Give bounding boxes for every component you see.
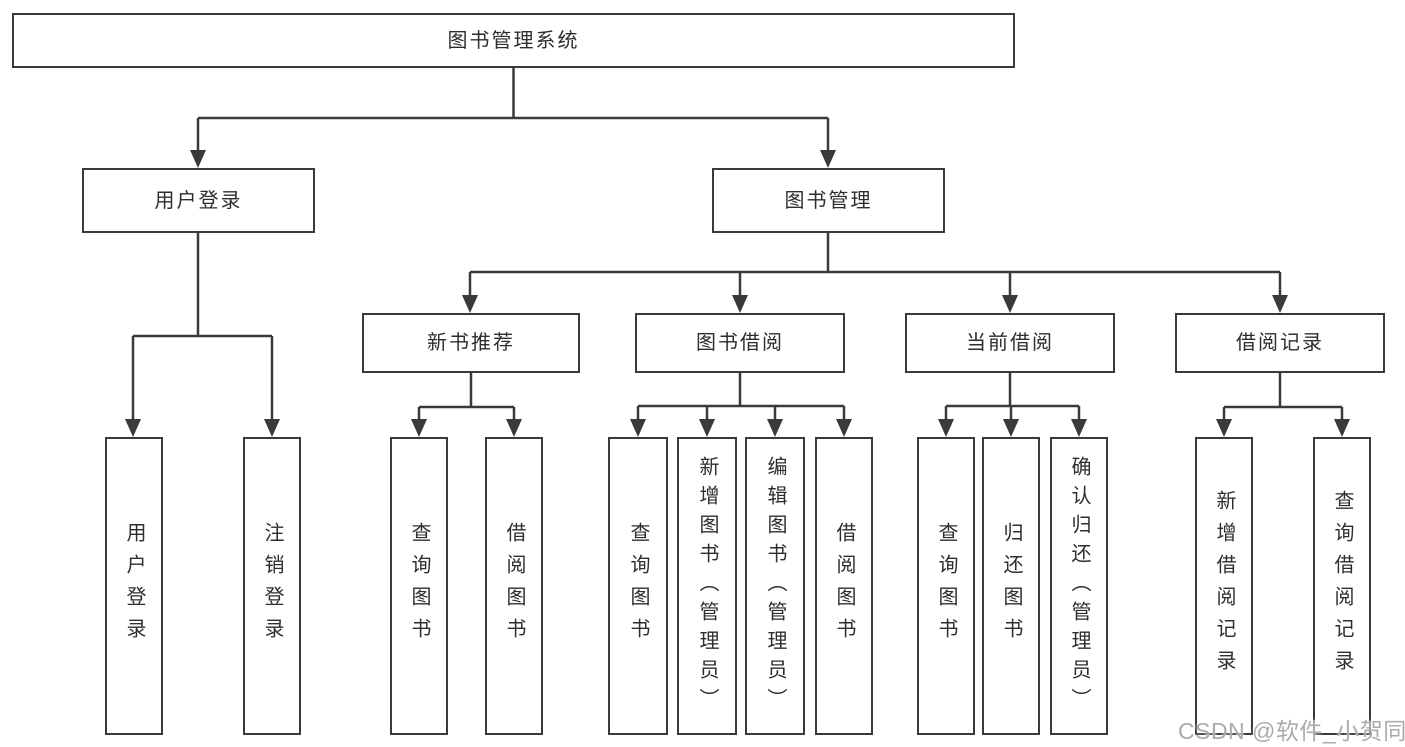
node-query-books-borrowing: 查询图书 xyxy=(608,437,668,735)
arrowheads xyxy=(125,150,1350,437)
arrow-icon xyxy=(767,419,783,437)
node-add-borrow-record: 新增借阅记录 xyxy=(1195,437,1253,735)
node-edit-books-admin: 编辑图书（管理员） xyxy=(745,437,805,735)
arrow-icon xyxy=(125,419,141,437)
connector-segments xyxy=(131,68,1344,421)
node-confirm-return-admin: 确认归还（管理员） xyxy=(1050,437,1108,735)
node-logout: 注销登录 xyxy=(243,437,301,735)
arrow-icon xyxy=(1071,419,1087,437)
node-user-login-leaf: 用户登录 xyxy=(105,437,163,735)
node-add-books-admin: 新增图书（管理员） xyxy=(677,437,737,735)
node-book-management-system: 图书管理系统 xyxy=(12,13,1015,68)
arrow-icon xyxy=(732,295,748,313)
node-new-book-recommend: 新书推荐 xyxy=(362,313,580,373)
arrow-icon xyxy=(264,419,280,437)
arrow-icon xyxy=(1003,419,1019,437)
arrow-icon xyxy=(1002,295,1018,313)
node-user-login-module: 用户登录 xyxy=(82,168,315,233)
arrow-icon xyxy=(190,150,206,168)
arrow-icon xyxy=(820,150,836,168)
arrow-icon xyxy=(411,419,427,437)
arrow-icon xyxy=(630,419,646,437)
arrow-icon xyxy=(462,295,478,313)
arrow-icon xyxy=(1272,295,1288,313)
node-book-borrowing: 图书借阅 xyxy=(635,313,845,373)
node-borrow-books-borrowing: 借阅图书 xyxy=(815,437,873,735)
arrow-icon xyxy=(836,419,852,437)
node-book-management-module: 图书管理 xyxy=(712,168,945,233)
node-query-books-current: 查询图书 xyxy=(917,437,975,735)
arrow-icon xyxy=(699,419,715,437)
node-borrowing-records: 借阅记录 xyxy=(1175,313,1385,373)
arrow-icon xyxy=(938,419,954,437)
arrow-icon xyxy=(506,419,522,437)
node-return-books: 归还图书 xyxy=(982,437,1040,735)
node-borrow-books-recommend: 借阅图书 xyxy=(485,437,543,735)
node-current-borrowing: 当前借阅 xyxy=(905,313,1115,373)
node-query-borrow-record: 查询借阅记录 xyxy=(1313,437,1371,735)
arrow-icon xyxy=(1216,419,1232,437)
node-query-books-recommend: 查询图书 xyxy=(390,437,448,735)
watermark: CSDN @软件_小贺同学 xyxy=(1178,718,1405,744)
arrow-icon xyxy=(1334,419,1350,437)
